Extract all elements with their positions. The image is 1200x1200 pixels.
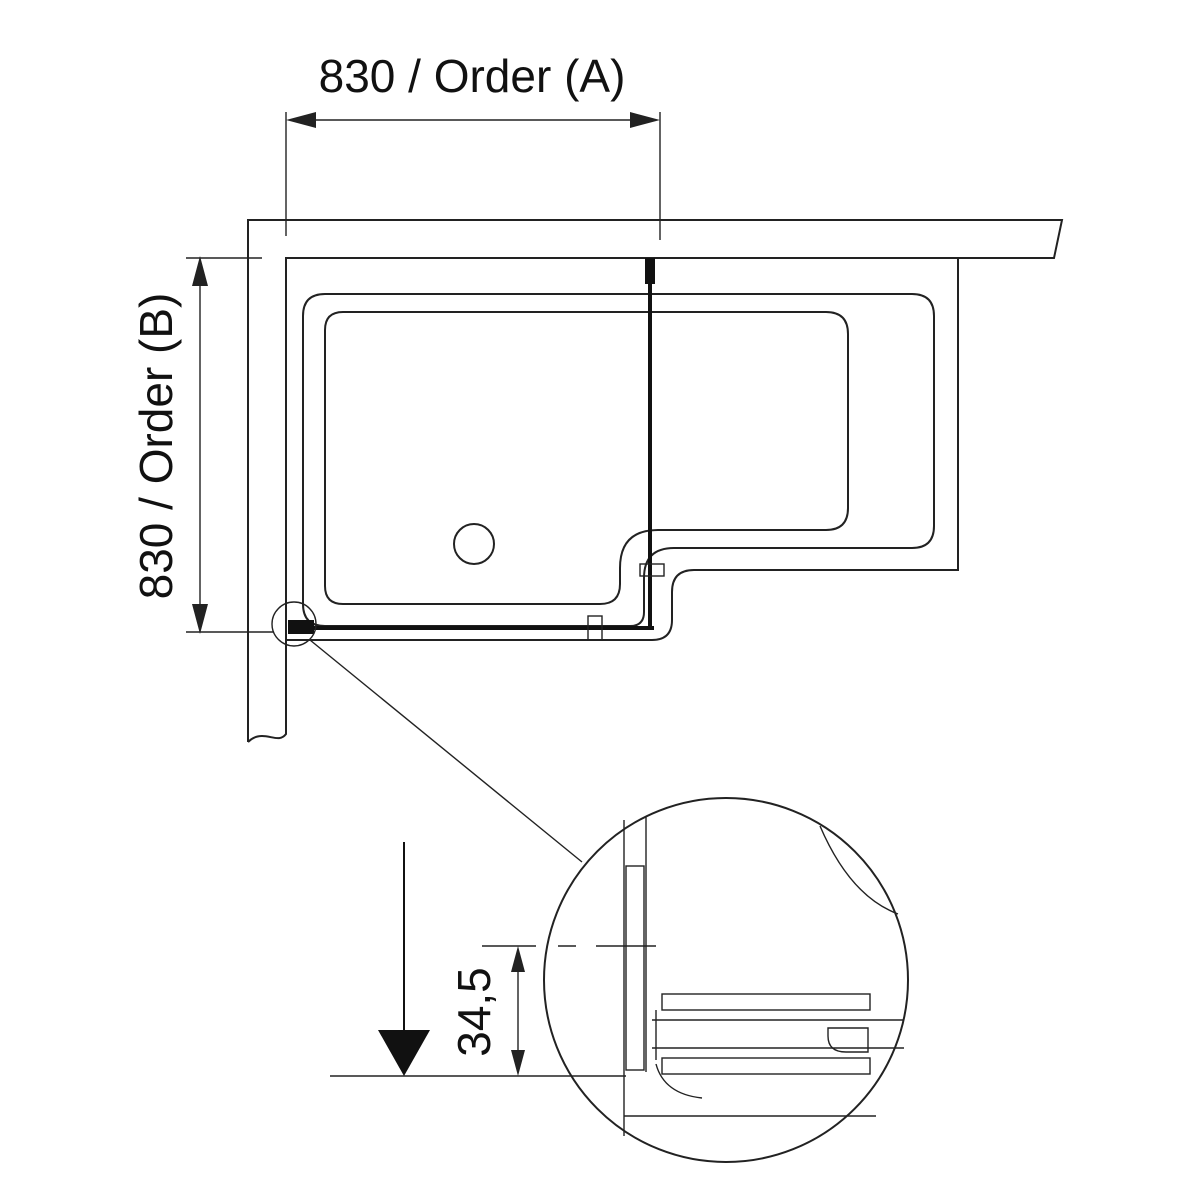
detail-profile-bottom-flange <box>661 1057 871 1075</box>
wall-profile-corner <box>288 620 314 634</box>
detail-callout <box>271 601 909 1163</box>
width-dimension: 830 / Order (A) <box>285 50 661 240</box>
direction-arrow <box>378 842 430 1076</box>
offset-dimension-label: 34,5 <box>448 967 500 1057</box>
detail-magnified-circle <box>543 797 909 1163</box>
depth-dimension: 830 / Order (B) <box>130 256 274 634</box>
depth-arrow-top <box>192 256 208 286</box>
detail-wall-profile <box>625 865 645 1071</box>
walls <box>247 219 1064 743</box>
bath-tub <box>286 258 959 641</box>
bath-outer-rim <box>286 258 959 641</box>
wall-outline <box>247 219 1064 743</box>
width-arrow-right <box>630 112 660 128</box>
direction-arrow-head-icon <box>378 1030 430 1076</box>
detail-view <box>330 816 904 1136</box>
detail-profile-top-flange <box>661 993 871 1011</box>
detail-seal <box>827 1027 869 1053</box>
bath-basin <box>324 311 849 605</box>
screen-clip-vertical <box>639 563 665 577</box>
glass-screen <box>288 258 665 641</box>
detail-leader-line <box>309 639 583 863</box>
width-arrow-left <box>286 112 316 128</box>
depth-arrow-bottom <box>192 604 208 634</box>
depth-dimension-label: 830 / Order (B) <box>130 293 182 600</box>
detail-drip-curve <box>655 1063 703 1099</box>
width-dimension-label: 830 / Order (A) <box>319 50 626 102</box>
offset-dimension: 34,5 <box>448 946 525 1076</box>
wall-profile-top <box>645 258 655 284</box>
drain-icon <box>453 523 495 565</box>
detail-bath-curve <box>819 825 899 915</box>
bath-inner-rim <box>302 293 935 627</box>
offset-arrow-top <box>511 946 525 972</box>
offset-arrow-bottom <box>511 1050 525 1076</box>
screen-clip-horizontal <box>587 615 603 641</box>
detail-marker-circle <box>271 601 317 647</box>
